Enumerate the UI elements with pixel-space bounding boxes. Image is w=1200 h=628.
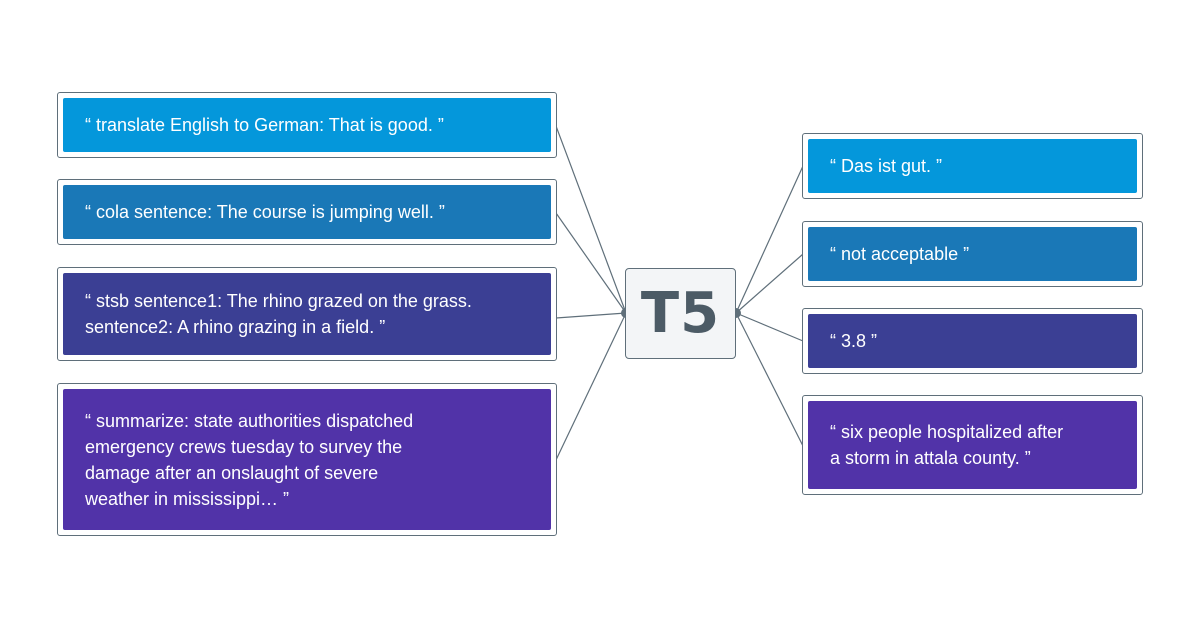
input-box-translate: “ translate English to German: That is g…: [57, 92, 557, 158]
connector-input-3: [555, 312, 627, 319]
input-text-summarize: “ summarize: state authorities dispatche…: [63, 389, 551, 530]
output-text-summarize: “ six people hospitalized after a storm …: [808, 401, 1137, 489]
input-box-summarize: “ summarize: state authorities dispatche…: [57, 383, 557, 536]
connector-input-2: [555, 212, 627, 314]
connector-input-1: [555, 125, 627, 314]
connector-output-1: [735, 165, 804, 314]
output-text-translate: “ Das ist gut. ”: [808, 139, 1137, 193]
output-text-cola: “ not acceptable ”: [808, 227, 1137, 281]
input-box-cola: “ cola sentence: The course is jumping w…: [57, 179, 557, 245]
connector-output-3: [735, 312, 804, 342]
input-box-stsb: “ stsb sentence1: The rhino grazed on th…: [57, 267, 557, 361]
output-text-stsb: “ 3.8 ”: [808, 314, 1137, 368]
output-box-stsb: “ 3.8 ”: [802, 308, 1143, 374]
output-box-summarize: “ six people hospitalized after a storm …: [802, 395, 1143, 495]
input-text-translate: “ translate English to German: That is g…: [63, 98, 551, 152]
connector-output-4: [735, 312, 804, 447]
connector-output-2: [735, 253, 804, 314]
t5-model-node: T5: [625, 268, 736, 359]
output-box-cola: “ not acceptable ”: [802, 221, 1143, 287]
t5-label: T5: [640, 281, 721, 346]
connector-input-4: [555, 312, 627, 461]
input-text-stsb: “ stsb sentence1: The rhino grazed on th…: [63, 273, 551, 355]
input-text-cola: “ cola sentence: The course is jumping w…: [63, 185, 551, 239]
output-box-translate: “ Das ist gut. ”: [802, 133, 1143, 199]
